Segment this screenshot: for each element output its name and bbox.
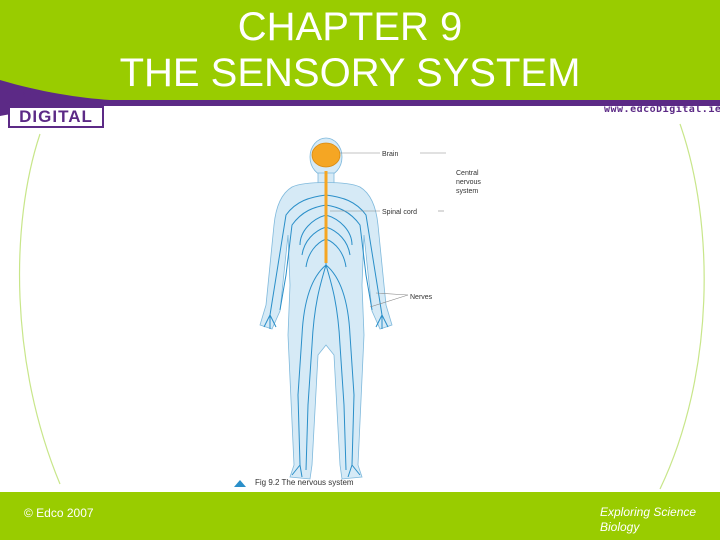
footer-copyright: © Edco 2007 — [24, 506, 94, 520]
title-line-1: CHAPTER 9 — [237, 5, 463, 49]
website-url: www.edcoDigital.ie — [604, 104, 720, 115]
caption-text: The nervous system — [281, 478, 354, 487]
caption-number: Fig 9.2 — [255, 478, 280, 487]
footer-book-line-2: Biology — [600, 520, 640, 534]
header-swoosh — [0, 80, 720, 116]
label-nerves: Nerves — [410, 294, 433, 301]
nerve-network — [263, 183, 389, 478]
brain — [311, 142, 341, 168]
leader-lines — [330, 152, 446, 308]
nervous-system-figure: Brain Central nervous system Spinal cord… — [259, 137, 481, 480]
title-line-2: THE SENSORY SYSTEM — [119, 51, 581, 95]
label-spinal-cord: Spinal cord — [382, 209, 417, 216]
slide-title: CHAPTER 9 THE SENSORY SYSTEM — [0, 4, 700, 96]
header-band — [0, 0, 720, 104]
footer-book-title: Exploring Science Biology — [600, 505, 718, 535]
footer-book-line-1: Exploring Science — [600, 505, 697, 519]
label-central-3: system — [456, 188, 478, 195]
logo-digital-text: DIGITAL — [8, 106, 104, 128]
decorative-ellipse — [18, 123, 705, 490]
caption-triangle-icon — [234, 480, 246, 487]
label-central-1: Central — [456, 170, 479, 177]
footer-band — [0, 492, 720, 540]
logo-edco-text: edco — [4, 84, 54, 109]
edco-digital-logo: edco DIGITAL — [2, 86, 106, 130]
label-brain: Brain — [382, 151, 398, 158]
label-central-2: nervous — [456, 179, 481, 186]
figure-caption: Fig 9.2 The nervous system — [255, 478, 354, 487]
